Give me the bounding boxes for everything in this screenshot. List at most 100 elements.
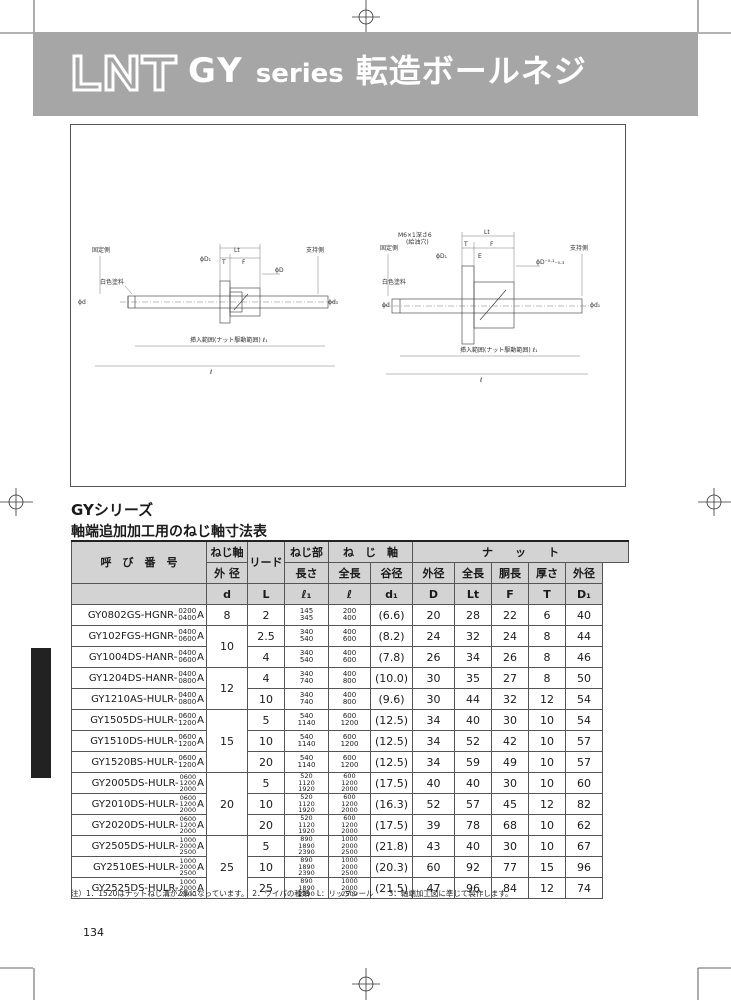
part-suffix: A	[197, 757, 204, 768]
cell-flange-od: 67	[565, 835, 603, 857]
cell-thickness: 10	[528, 730, 566, 752]
cell-flange-od: 44	[565, 625, 603, 647]
cell-nut-od: 24	[412, 625, 455, 647]
header-band	[33, 32, 698, 116]
part-suffix: A	[197, 883, 204, 894]
cell-root-dia: (10.0)	[370, 667, 413, 689]
length-code: 1000	[179, 878, 197, 886]
cell-body-length: 42	[491, 730, 529, 752]
cell-flange-od: 60	[565, 772, 603, 794]
label-support: 支持側	[306, 246, 324, 254]
cell-nut-length: 35	[454, 667, 492, 689]
length-value: 345	[299, 614, 314, 622]
part-base: GY102FGS-HGNR-	[88, 631, 178, 642]
length-code: 0600	[178, 635, 197, 643]
cell-nut-od: 34	[412, 730, 455, 752]
cell-body-length: 45	[491, 793, 529, 815]
cell-shaft-od: 10	[206, 625, 248, 668]
cell-thickness: 8	[528, 625, 566, 647]
cell-body-length: 30	[491, 835, 529, 857]
cell-lead: 20	[247, 814, 285, 836]
dim-insert-range-r: 挿入範囲(ナット駆動範囲) ℓ₁	[460, 346, 538, 354]
length-value: 2390	[298, 890, 315, 899]
th-shaft-od-1: ねじ軸	[206, 540, 248, 563]
length-value: 800	[342, 677, 357, 685]
label-white-paint: 白色塗料	[100, 278, 124, 286]
length-value: 2000	[341, 827, 358, 836]
cell-nut-length: 40	[454, 835, 492, 857]
part-suffix: A	[197, 715, 204, 726]
section-heading: GYシリーズ	[71, 501, 154, 519]
length-value: 520	[300, 793, 313, 802]
dim-F: F	[242, 259, 246, 266]
cell-thickness: 6	[528, 604, 566, 626]
length-value: 2000	[341, 883, 358, 892]
length-code: 2000	[179, 806, 197, 814]
length-value: 200	[342, 606, 357, 615]
cell-root-dia: (20.3)	[370, 856, 413, 878]
part-base: GY2505DS-HULR-	[91, 841, 179, 852]
part-base: GY1505DS-HULR-	[90, 715, 178, 726]
right-drawing: Lt T F E M6×1深さ6 (給油穴) ϕD₁ ϕD⁻⁰·¹₋₀.₃ 固定…	[380, 229, 601, 384]
dim-insert-range: 挿入範囲(ナット駆動範囲) ℓ₁	[190, 336, 268, 344]
dim-l-r: ℓ	[479, 377, 482, 384]
part-suffix: A	[197, 673, 204, 684]
cell-body-length: 24	[491, 625, 529, 647]
title-jp: 転造ボールネジ	[355, 52, 587, 90]
length-value: 600	[342, 753, 357, 762]
length-code: 0400	[178, 628, 197, 636]
length-code: 1200	[178, 740, 197, 748]
label-m6: M6×1深さ6	[398, 231, 432, 239]
cell-lead: 4	[247, 646, 285, 668]
cell-nut-od: 52	[412, 793, 455, 815]
length-value: 1920	[298, 827, 315, 836]
dim-Lt: Lt	[234, 247, 240, 254]
length-value: 890	[300, 877, 313, 886]
part-suffix: A	[197, 610, 204, 621]
label-fixed-r: 固定側	[380, 244, 398, 252]
cell-nut-od: 60	[412, 856, 455, 878]
length-value: 600	[343, 793, 356, 802]
length-value: 1200	[340, 761, 359, 769]
length-value: 540	[299, 635, 314, 643]
unt-logo	[72, 54, 178, 92]
cell-lead: 10	[247, 730, 285, 752]
part-suffix: A	[197, 736, 204, 747]
cell-root-dia: (17.5)	[370, 772, 413, 794]
part-base: GY1520BS-HULR-	[91, 757, 178, 768]
length-value: 340	[299, 669, 314, 678]
cell-nut-length: 57	[454, 793, 492, 815]
length-value: 740	[299, 677, 314, 685]
cell-body-length: 68	[491, 814, 529, 836]
length-value: 2500	[341, 848, 358, 857]
length-value: 800	[342, 698, 357, 706]
cell-root-dia: (9.6)	[370, 688, 413, 710]
th-sym-l1: ℓ₁	[284, 583, 329, 605]
length-code: 1000	[179, 836, 197, 844]
th-thread-len-1: ねじ部	[284, 540, 329, 563]
th-nut-len: 全長	[454, 562, 492, 584]
part-base: GY2020DS-HULR-	[91, 820, 179, 831]
dim-T-r: T	[463, 241, 468, 248]
th-sym-T: T	[528, 583, 566, 605]
cell-lead: 10	[247, 688, 285, 710]
cell-root-dia: (17.5)	[370, 814, 413, 836]
cell-root-dia: (12.5)	[370, 709, 413, 731]
length-value: 2000	[341, 806, 358, 815]
cell-nut-length: 59	[454, 751, 492, 773]
